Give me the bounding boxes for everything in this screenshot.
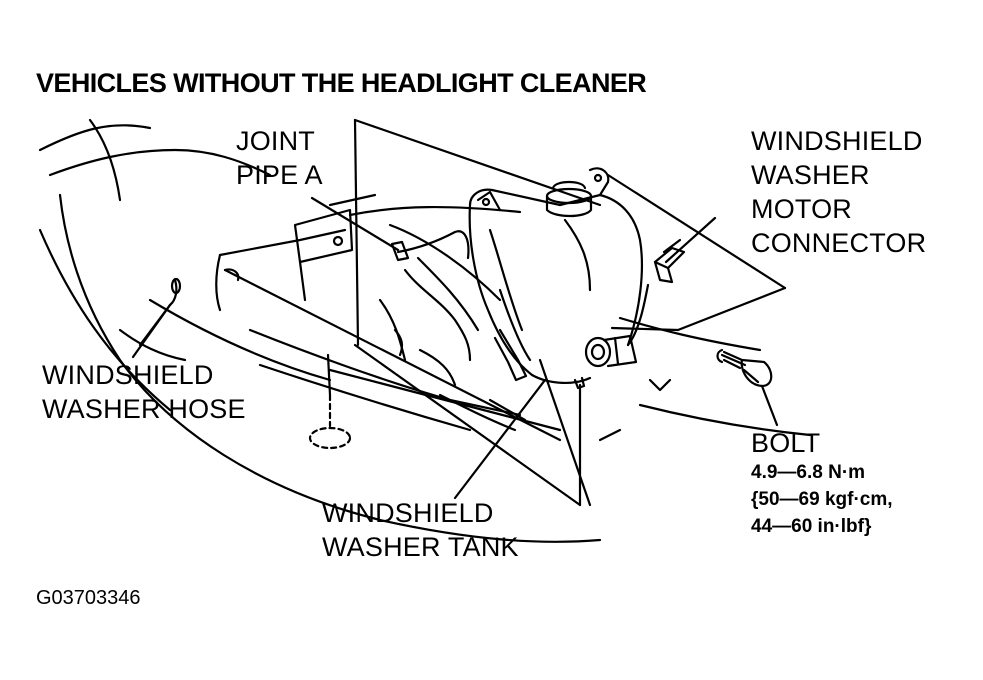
washer-pump-motor: [586, 285, 648, 366]
label-washer-tank-line-1: WINDSHIELD: [322, 498, 494, 528]
label-joint-pipe-a-line-2: PIPE A: [236, 160, 323, 190]
label-washer-hose-line-1: WINDSHIELD: [42, 360, 214, 390]
label-motor-connector: WINDSHIELD WASHER MOTOR CONNECTOR: [751, 124, 926, 260]
washer-hose: [140, 279, 180, 345]
joint-pipe-a: [312, 198, 468, 260]
figure-title: VEHICLES WITHOUT THE HEADLIGHT CLEANER: [36, 68, 647, 98]
label-joint-pipe-a-line-1: JOINT: [236, 126, 315, 156]
label-washer-tank: WINDSHIELD WASHER TANK: [322, 496, 519, 564]
label-motor-connector-line-1: WINDSHIELD: [751, 126, 923, 156]
tank-mount-lines: [490, 360, 590, 505]
label-washer-hose-line-2: WASHER HOSE: [42, 394, 246, 424]
bolt: [718, 350, 772, 386]
figure-id: G03703346: [36, 587, 141, 609]
torque-spec-line-3: 44—60 in·lbf}: [751, 516, 872, 537]
label-motor-connector-line-4: CONNECTOR: [751, 228, 927, 258]
label-bolt: BOLT: [751, 428, 821, 458]
label-motor-connector-line-3: MOTOR: [751, 194, 852, 224]
label-washer-hose: WINDSHIELD WASHER HOSE: [42, 358, 246, 426]
reference-box-right: [600, 175, 810, 440]
filler-cap: [547, 182, 591, 216]
motor-connector: [655, 240, 684, 282]
torque-spec-line-1: 4.9—6.8 N·m: [751, 462, 866, 483]
inner-fender-bracket: [295, 210, 352, 300]
cowl-lines: [330, 195, 520, 300]
label-joint-pipe-a: JOINT PIPE A: [236, 124, 323, 192]
label-washer-tank-line-2: WASHER TANK: [322, 532, 519, 562]
leader-lines: [133, 218, 777, 505]
label-motor-connector-line-2: WASHER: [751, 160, 870, 190]
torque-spec-line-2: {50—69 kgf·cm,: [751, 489, 893, 510]
fender-body-outline: [40, 120, 600, 542]
reference-box-left: [225, 120, 600, 448]
engine-bay-parts: [380, 258, 515, 430]
torque-spec: 4.9—6.8 N·m {50—69 kgf·cm, 44—60 in·lbf}: [751, 459, 893, 540]
